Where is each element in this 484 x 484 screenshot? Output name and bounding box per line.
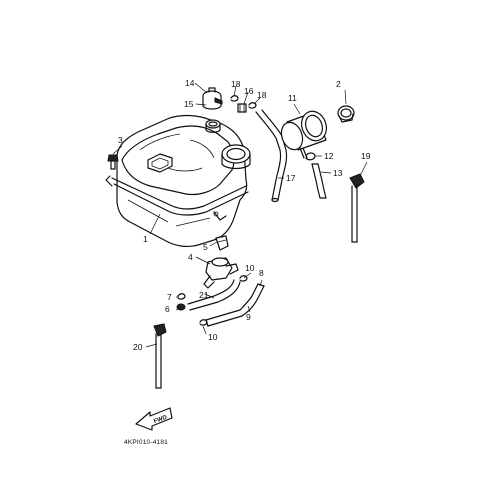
callout-9: 9 <box>246 312 251 322</box>
clip-7 <box>177 293 186 300</box>
fuel-hose-21 <box>187 279 241 311</box>
breather-hose <box>255 109 288 203</box>
callout-15: 15 <box>184 99 194 109</box>
callout-7: 7 <box>167 292 172 302</box>
gasket-15 <box>205 119 221 133</box>
callout-10-upper: 10 <box>245 263 255 273</box>
hose-19 <box>349 173 365 243</box>
callout-5: 5 <box>203 242 208 252</box>
callout-1: 1 <box>143 234 148 244</box>
fuel-cock <box>203 257 239 289</box>
cap-2 <box>337 105 355 123</box>
callout-18-right: 18 <box>257 90 267 100</box>
hose-clips-top <box>230 95 257 113</box>
callout-17: 17 <box>286 173 296 183</box>
leader-lines <box>112 82 368 348</box>
hose-13 <box>311 163 327 199</box>
strainer <box>215 235 229 251</box>
clip-10-upper <box>239 275 248 282</box>
fuel-cap <box>202 87 223 110</box>
callout-13: 13 <box>333 168 343 178</box>
drawing-code: 4KPI010-4181 <box>124 439 168 446</box>
vacuum-hose <box>205 283 265 327</box>
callout-11: 11 <box>288 93 297 103</box>
callout-14: 14 <box>185 78 195 88</box>
callout-4: 4 <box>188 252 193 262</box>
callout-16: 16 <box>244 86 254 96</box>
fuel-tank <box>105 114 251 248</box>
callout-18-left: 18 <box>231 79 241 89</box>
bolt-3 <box>107 154 119 170</box>
callout-8: 8 <box>259 268 264 278</box>
callout-6: 6 <box>165 304 170 314</box>
callout-19: 19 <box>361 151 371 161</box>
callout-10-lower: 10 <box>208 332 218 342</box>
callout-2: 2 <box>336 79 341 89</box>
fwd-label: FWD <box>153 415 169 426</box>
callout-12: 12 <box>324 151 334 161</box>
callout-20: 20 <box>133 342 143 352</box>
callout-3: 3 <box>118 135 123 145</box>
clip-10-lower <box>199 319 208 326</box>
canister <box>280 110 327 159</box>
fwd-arrow-icon: FWD <box>135 407 173 431</box>
callouts: 1 2 3 4 5 6 7 8 9 10 10 11 12 13 14 15 1… <box>118 78 371 352</box>
hose-20 <box>153 323 167 389</box>
callout-21: 21 <box>199 290 209 300</box>
clip-12 <box>305 152 316 161</box>
